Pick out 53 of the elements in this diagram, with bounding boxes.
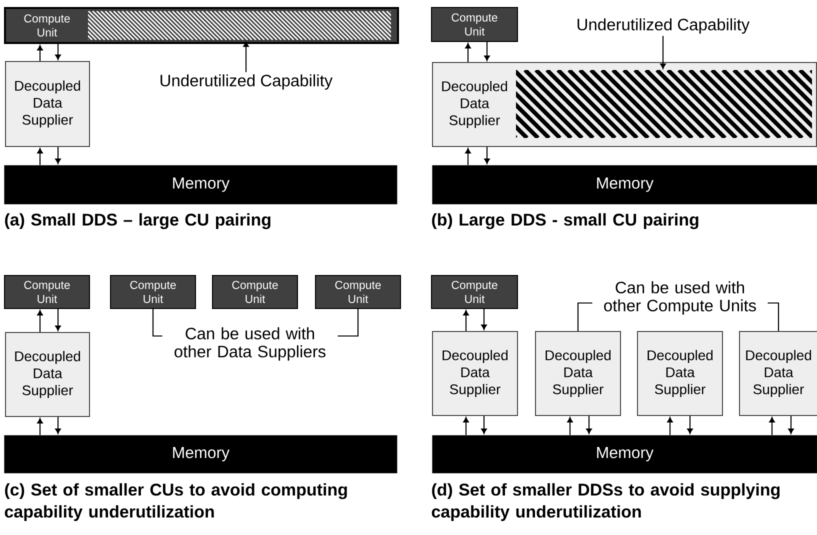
bracket-line bbox=[577, 302, 592, 331]
arrow bbox=[788, 416, 794, 434]
arrow bbox=[465, 148, 471, 165]
compute-unit-box: Compute Unit bbox=[4, 275, 90, 309]
arrow bbox=[463, 417, 469, 435]
arrow bbox=[37, 148, 43, 165]
memory-bar: Memory bbox=[432, 435, 817, 474]
arrow bbox=[463, 310, 469, 331]
caption: (d) Set of smaller DDSs to avoid supplying capability underutilization bbox=[432, 483, 780, 522]
hatched-region bbox=[88, 11, 392, 40]
annotation-text: Can be used with other Data Suppliers bbox=[174, 327, 326, 361]
arrow bbox=[484, 42, 490, 61]
data-supplier-box: Decoupled Data Supplier bbox=[5, 332, 90, 417]
data-supplier-box: Decoupled Data Supplier bbox=[739, 331, 817, 416]
compute-unit-box: Compute Unit bbox=[315, 275, 401, 309]
arrow bbox=[484, 147, 490, 164]
caption: (a) Small DDS – large CU pairing bbox=[5, 213, 270, 230]
compute-unit-box: Compute Unit bbox=[212, 275, 298, 309]
annotation-text: Underutilized Capability bbox=[578, 18, 750, 34]
memory-bar: Memory bbox=[432, 165, 817, 204]
bracket-line bbox=[768, 302, 780, 331]
data-supplier-box: Decoupled Data Supplier bbox=[535, 331, 621, 416]
arrow bbox=[55, 417, 61, 434]
data-supplier-box: Decoupled Data Supplier bbox=[5, 61, 90, 147]
leader-arrow bbox=[243, 41, 249, 72]
arrow bbox=[37, 418, 43, 435]
memory-bar: Memory bbox=[4, 435, 398, 474]
leader-arrow bbox=[660, 36, 666, 69]
arrow bbox=[687, 416, 693, 434]
bracket-line bbox=[338, 309, 359, 337]
data-supplier-box: Decoupled Data Supplier bbox=[637, 331, 723, 416]
compute-unit-box: Compute Unit bbox=[431, 7, 518, 42]
arrow bbox=[481, 416, 487, 434]
arrow bbox=[55, 147, 61, 164]
caption: (b) Large DDS - small CU pairing bbox=[432, 213, 698, 230]
arrow bbox=[586, 416, 592, 434]
arrow bbox=[567, 417, 573, 435]
hatched-region bbox=[516, 70, 812, 138]
arrow bbox=[769, 417, 775, 435]
arrow bbox=[465, 43, 471, 62]
arrow bbox=[37, 45, 43, 61]
arrow bbox=[55, 44, 61, 60]
annotation-text: Can be used with other Compute Units bbox=[604, 281, 756, 315]
annotation-text: Underutilized Capability bbox=[160, 74, 333, 90]
arrow bbox=[55, 309, 61, 331]
bracket-line bbox=[152, 309, 162, 337]
arrow bbox=[667, 417, 673, 435]
compute-unit-box: Compute Unit bbox=[110, 275, 196, 309]
memory-bar: Memory bbox=[4, 165, 398, 204]
compute-unit-box: Compute Unit bbox=[431, 275, 518, 309]
data-supplier-box: Decoupled Data Supplier bbox=[432, 331, 518, 416]
arrow bbox=[481, 309, 487, 330]
arrow bbox=[37, 310, 43, 332]
